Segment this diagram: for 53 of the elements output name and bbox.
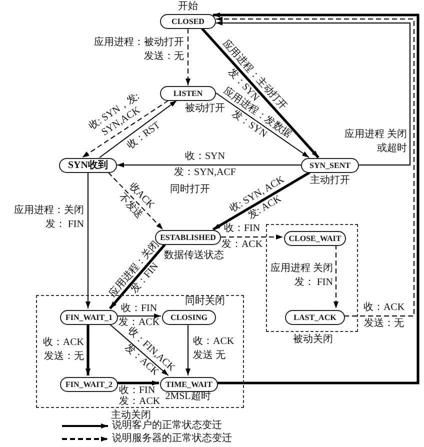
edge-label: 应用进程：被动打开发送：无 <box>94 36 184 64</box>
node-caption: 同时关闭 <box>185 296 225 308</box>
state-node: SYN收到 <box>59 158 117 172</box>
arrow <box>116 162 302 168</box>
arrow <box>108 323 169 376</box>
arrow <box>86 324 90 376</box>
arrow <box>215 20 410 166</box>
arrow <box>212 171 310 231</box>
arrow <box>117 380 159 386</box>
state-node: FIN_WAIT_1 <box>60 310 118 324</box>
edge-label: 收：FIN 发：ACK <box>118 302 160 328</box>
node-caption: 2MSL超时 <box>165 391 211 403</box>
arrow <box>213 12 420 384</box>
group-heading: 被动关闭 <box>293 334 333 346</box>
arrow <box>99 100 178 158</box>
edge-label: 收：ACK 发送：无 <box>42 336 84 364</box>
arrow <box>86 172 90 309</box>
arrow <box>109 244 166 310</box>
arrow <box>215 16 414 316</box>
state-node: CLOSED <box>160 14 216 28</box>
node-caption: 被动打开 <box>185 103 225 115</box>
state-node: ESTABLISHED <box>155 230 221 244</box>
node-caption: 数据传送状态 <box>164 250 224 262</box>
arrow <box>201 28 320 158</box>
state-node: LISTEN <box>160 86 216 100</box>
arrow <box>216 92 310 158</box>
state-node: TIME_WAIT <box>160 376 218 392</box>
state-node: SYN_SENT <box>301 158 359 172</box>
arrow <box>186 323 190 376</box>
state-node: LAST_ACK <box>285 310 345 324</box>
edge-label: 收：ACK 发送：无 <box>363 301 405 331</box>
edge-label: 收：FIN 发：ACK <box>221 222 263 250</box>
note-text: 同时打开 <box>170 184 210 196</box>
arrow <box>186 28 190 86</box>
legend-text: 说明客户的正常状态变迁 <box>112 420 222 432</box>
edge-label: 收：RST <box>124 120 162 152</box>
arrow <box>82 100 169 158</box>
edge-label: 收：FIN 发：ACK <box>119 384 160 406</box>
edge-label: 应用进程：关闭发： FIN <box>14 204 84 232</box>
edge-label: 应用进程 关闭或超时 <box>344 128 407 156</box>
arrow <box>108 172 164 230</box>
arrow <box>220 234 284 240</box>
group-heading: 主动关闭 <box>111 410 151 420</box>
edge-label: 收：ACK 发送 无 <box>193 335 234 363</box>
state-node: CLOSE_WAIT <box>284 230 346 246</box>
node-caption: 主动打开 <box>310 175 350 187</box>
node-caption: 开始 <box>178 1 198 13</box>
arrow <box>116 314 162 318</box>
state-node: FIN_WAIT_2 <box>60 376 118 392</box>
arrow <box>334 244 338 309</box>
legend-text: 说明服务器的正常状态变迁 <box>112 433 232 445</box>
edge-label: 应用进程 关闭发： FIN <box>270 262 333 290</box>
state-node: CLOSING <box>162 310 216 324</box>
